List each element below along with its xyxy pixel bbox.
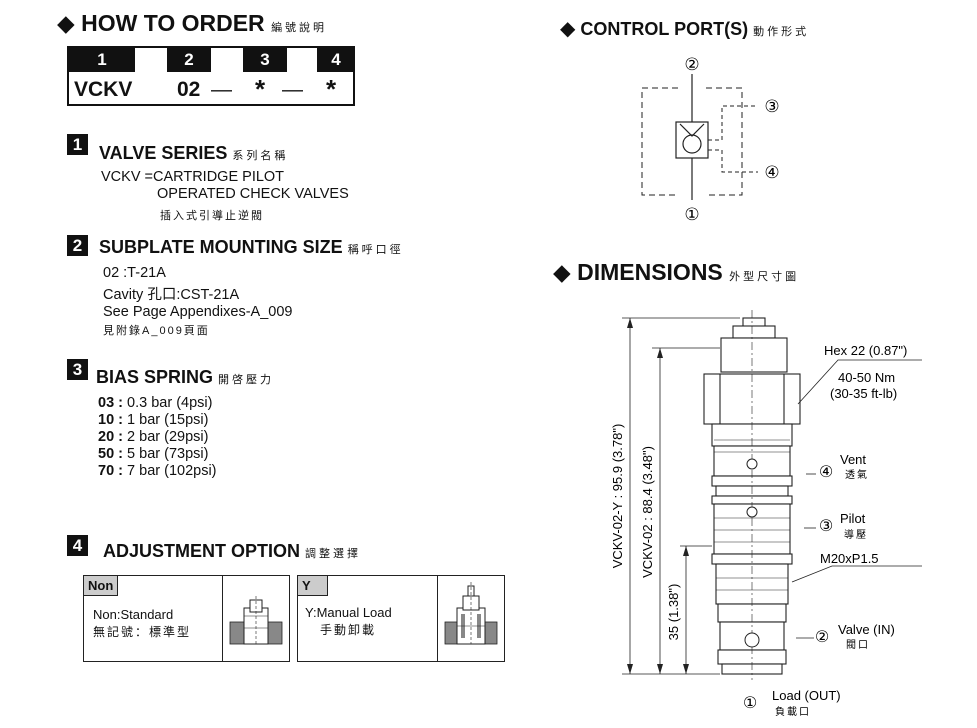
option-non-drawing [229, 596, 283, 645]
pilot-label: Pilot [840, 511, 866, 526]
order-value-series: VCKV [74, 78, 133, 101]
control-ports-title-cn: 動作形式 [753, 26, 810, 38]
section-2-heading: SUBPLATE MOUNTING SIZE 稱呼口徑 [99, 237, 404, 258]
spring-item: 03 : 0.3 bar (4psi) [98, 395, 217, 412]
option-non-code: Non [84, 576, 118, 596]
spring-code: 03 : [98, 395, 123, 411]
order-value-size: 02 [177, 78, 201, 101]
order-header-2: 2 [167, 48, 211, 72]
cartridge-dimension-drawing: VCKV-02-Y : 95.9 (3.78") VCKV-02 : 88.4 … [610, 310, 922, 718]
section-2-line-3: See Page Appendixes-A_009 [103, 304, 293, 320]
option-non-cn: 無記號：標準型 [93, 625, 192, 639]
section-1-heading: VALVE SERIES 系列名稱 [99, 143, 288, 164]
control-port-symbol: ② ③ ④ ① [641, 55, 780, 224]
how-to-order-title: HOW TO ORDER [81, 10, 265, 36]
dimensions-heading: ◆ DIMENSIONS 外型尺寸圖 [553, 259, 799, 286]
dimensions-title: DIMENSIONS [577, 259, 723, 285]
order-value-option: * [326, 74, 337, 104]
section-4-number: 4 [67, 535, 88, 556]
option-y-box: Y Y:Manual Load 手動卸載 [297, 575, 505, 662]
dim-35-label: 35 (1.38") [666, 584, 681, 641]
order-code-table: 1 2 3 4 VCKV 02 — * — * [67, 46, 355, 106]
port-2-label: ② [684, 55, 699, 74]
section-2-line-2: Cavity 孔口:CST-21A [103, 287, 240, 303]
order-header-1: 1 [69, 48, 135, 72]
torque-ftlb-label: (30-35 ft-lb) [830, 386, 897, 401]
option-y-drawing [444, 582, 498, 645]
section-2-line-1: 02 :T-21A [103, 265, 166, 281]
spring-item: 10 : 1 bar (15psi) [98, 412, 217, 429]
diamond-icon: ◆ [560, 18, 576, 40]
spring-code: 10 : [98, 412, 123, 428]
spring-value: 1 bar (15psi) [127, 412, 209, 428]
control-ports-heading: ◆ CONTROL PORT(S) 動作形式 [560, 16, 809, 41]
vent-cn-label: 透氣 [845, 468, 869, 481]
pilot-port-number: ③ [819, 518, 833, 535]
load-cn-label: 負載口 [775, 706, 811, 718]
spring-value: 7 bar (102psi) [127, 463, 217, 479]
order-header-4: 4 [317, 48, 355, 72]
load-label: Load (OUT) [772, 688, 841, 703]
spring-code: 50 : [98, 446, 123, 462]
spring-value: 2 bar (29psi) [127, 429, 209, 445]
port-4-label: ④ [764, 163, 779, 182]
section-2-number: 2 [67, 235, 88, 256]
section-3-heading: BIAS SPRING 開啓壓力 [96, 367, 274, 388]
spring-item: 70 : 7 bar (102psi) [98, 463, 217, 480]
order-dash-2: — [282, 78, 303, 101]
port-1-label: ① [684, 205, 699, 224]
option-y-cn: 手動卸載 [320, 623, 377, 637]
thread-label: M20xP1.5 [820, 551, 879, 566]
vent-label: Vent [840, 452, 866, 467]
section-2-title: SUBPLATE MOUNTING SIZE [99, 237, 343, 257]
valve-cn-label: 閥口 [846, 639, 870, 651]
dim-overall-y-label: VCKV-02-Y : 95.9 (3.78") [610, 424, 625, 569]
section-4-heading: ADJUSTMENT OPTION 調整選擇 [103, 541, 361, 562]
option-non-desc: Non:Standard [93, 607, 174, 622]
dimensions-title-cn: 外型尺寸圖 [729, 271, 800, 283]
section-3-number: 3 [67, 359, 88, 380]
option-y-desc: Y:Manual Load [305, 605, 392, 620]
option-y-code: Y [298, 576, 328, 596]
option-divider [437, 576, 438, 661]
valve-label: Valve (IN) [838, 622, 895, 637]
spring-value: 0.3 bar (4psi) [127, 395, 213, 411]
vent-port-number: ④ [819, 464, 833, 481]
order-dash-1: — [211, 78, 232, 101]
load-port-number: ① [743, 695, 757, 712]
spring-list: 03 : 0.3 bar (4psi) 10 : 1 bar (15psi) 2… [98, 395, 217, 480]
section-1-title-cn: 系列名稱 [232, 150, 289, 162]
section-4-title-cn: 調整選擇 [305, 548, 362, 560]
spring-item: 50 : 5 bar (73psi) [98, 446, 217, 463]
section-2-cn: 見附錄A_009頁面 [103, 325, 210, 337]
pilot-cn-label: 導壓 [844, 528, 868, 541]
torque-nm-label: 40-50 Nm [838, 370, 895, 385]
diamond-icon: ◆ [553, 259, 571, 285]
spring-value: 5 bar (73psi) [127, 446, 209, 462]
spring-code: 70 : [98, 463, 123, 479]
spring-item: 20 : 2 bar (29psi) [98, 429, 217, 446]
section-4-title: ADJUSTMENT OPTION [103, 541, 301, 561]
option-divider [222, 576, 223, 661]
section-1-title: VALVE SERIES [99, 143, 228, 163]
spring-code: 20 : [98, 429, 123, 445]
control-ports-title: CONTROL PORT(S) [580, 19, 749, 39]
valve-port-number: ② [815, 629, 829, 646]
how-to-order-title-cn: 編號說明 [271, 22, 328, 34]
port-3-label: ③ [764, 97, 779, 116]
order-value-spring: * [255, 74, 266, 104]
diamond-icon: ◆ [57, 10, 75, 36]
section-1-line-2: OPERATED CHECK VALVES [157, 186, 349, 202]
section-2-title-cn: 稱呼口徑 [347, 244, 404, 256]
order-header-3: 3 [243, 48, 287, 72]
section-1-number: 1 [67, 134, 88, 155]
section-1-line-1: VCKV =CARTRIDGE PILOT [101, 169, 285, 185]
hex-label: Hex 22 (0.87") [824, 343, 907, 358]
dim-overall-std-label: VCKV-02 : 88.4 (3.48") [640, 446, 655, 578]
section-1-cn: 插入式引導止逆閥 [160, 210, 264, 222]
section-3-title-cn: 開啓壓力 [218, 374, 275, 386]
option-non-box: Non Non:Standard 無記號：標準型 [83, 575, 290, 662]
section-3-title: BIAS SPRING [96, 367, 214, 387]
how-to-order-heading: ◆ HOW TO ORDER 編號說明 [57, 10, 327, 37]
